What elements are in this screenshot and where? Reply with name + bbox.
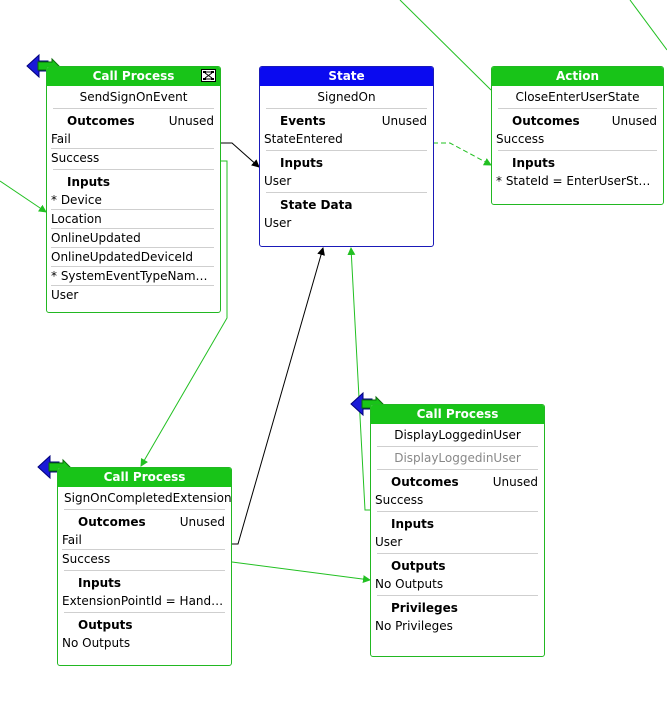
section-title: Privileges — [391, 601, 458, 615]
outcomes-section: Outcomes Unused Success — [375, 470, 538, 512]
node-action-close-enter-user-state[interactable]: Action CloseEnterUserState Outcomes Unuse… — [491, 66, 664, 205]
outcome-success[interactable]: Success — [62, 549, 225, 568]
outcome-fail[interactable]: Fail — [51, 132, 71, 146]
connector-success-to-signon-completed — [140, 160, 228, 467]
node-signon-completed-extension[interactable]: Call Process SignOnCompletedExtension Ou… — [57, 467, 232, 666]
node-name: SignOnCompletedExtension — [64, 487, 232, 510]
outcome-fail[interactable]: Fail — [62, 533, 82, 547]
input-item[interactable]: OnlineUpdatedDeviceId — [51, 247, 214, 266]
inputs-section: Inputs * StateId = EnterUserState — [496, 151, 657, 192]
node-type-label: Call Process — [92, 69, 175, 83]
section-title: Outcomes — [78, 515, 146, 529]
inputs-section: Inputs ExtensionPointId = Handle... — [62, 571, 225, 613]
input-item[interactable]: ExtensionPointId = Handle... — [62, 594, 225, 608]
input-item[interactable]: User — [375, 535, 403, 549]
connector-fail-to-state — [220, 142, 260, 168]
node-header: Call Process — [47, 67, 220, 86]
node-type-label: Call Process — [103, 470, 186, 484]
unused-label: Unused — [381, 114, 427, 128]
section-title: State Data — [280, 198, 353, 212]
connector-display-success-to-state — [347, 247, 370, 511]
outcome-success[interactable]: Success — [51, 148, 214, 167]
connector-into-send-inputs — [0, 180, 47, 213]
node-header: Call Process — [371, 405, 544, 424]
unused-label: Unused — [611, 114, 657, 128]
section-title: Inputs — [78, 576, 122, 590]
node-name: SendSignOnEvent — [53, 86, 214, 109]
node-name: CloseEnterUserState — [498, 86, 657, 109]
section-title: Outputs — [78, 618, 133, 632]
unused-label: Unused — [179, 515, 225, 529]
privilege-item[interactable]: No Privileges — [375, 619, 453, 633]
inputs-section: Inputs User — [264, 151, 427, 193]
section-title: Inputs — [391, 517, 435, 531]
section-title: Outcomes — [391, 475, 459, 489]
outcomes-section: Outcomes Unused Fail Success — [62, 510, 225, 571]
section-title: Inputs — [512, 156, 556, 170]
section-title: Outputs — [391, 559, 446, 573]
process-map-icon[interactable] — [201, 69, 216, 82]
outputs-section: Outputs No Outputs — [62, 613, 225, 654]
event-item[interactable]: StateEntered — [264, 132, 343, 146]
section-title: Outcomes — [512, 114, 580, 128]
output-item[interactable]: No Outputs — [62, 636, 131, 650]
output-item[interactable]: No Outputs — [375, 577, 444, 591]
outcome-success[interactable]: Success — [496, 132, 545, 146]
input-item[interactable]: * SystemEventTypeName ... — [51, 266, 214, 285]
node-state-signedon[interactable]: State SignedOn Events Unused StateEntered… — [259, 66, 434, 247]
node-type-label: Call Process — [416, 407, 499, 421]
node-header: State — [260, 67, 433, 86]
unused-label: Unused — [492, 475, 538, 489]
section-title: Inputs — [280, 156, 324, 170]
connector-completed-fail-to-state — [232, 247, 325, 545]
privileges-section: Privileges No Privileges — [375, 596, 538, 637]
connector-completed-success-to-display — [231, 561, 371, 584]
node-name: DisplayLoggedinUser — [377, 424, 538, 447]
state-data-item[interactable]: User — [264, 216, 292, 230]
section-title: Outcomes — [67, 114, 135, 128]
node-type-label: State — [328, 69, 365, 83]
input-item[interactable]: OnlineUpdated — [51, 228, 214, 247]
events-section: Events Unused StateEntered — [264, 109, 427, 151]
section-title: Events — [280, 114, 326, 128]
outcomes-section: Outcomes Unused Success — [496, 109, 657, 151]
node-header: Call Process — [58, 468, 231, 487]
input-item[interactable]: * Device — [51, 193, 102, 207]
connector-state-to-action — [433, 142, 492, 166]
node-header: Action — [492, 67, 663, 86]
input-item[interactable]: User — [264, 174, 292, 188]
connector-offscreen-top-1 — [399, 0, 492, 91]
inputs-section: Inputs * Device Location OnlineUpdated O… — [51, 170, 214, 306]
input-item[interactable]: User — [51, 285, 214, 304]
node-send-signon-event[interactable]: Call Process SendSignOnEvent Outcomes Unu… — [46, 66, 221, 313]
section-title: Inputs — [67, 175, 111, 189]
input-item[interactable]: Location — [51, 209, 214, 228]
inputs-section: Inputs User — [375, 512, 538, 554]
node-sub-name: DisplayLoggedinUser — [377, 447, 538, 470]
unused-label: Unused — [168, 114, 214, 128]
connector-offscreen-top-2 — [629, 0, 667, 51]
outcomes-section: Outcomes Unused Fail Success — [51, 109, 214, 170]
outcome-success[interactable]: Success — [375, 493, 424, 507]
node-name: SignedOn — [266, 86, 427, 109]
input-item[interactable]: * StateId = EnterUserState — [496, 174, 657, 188]
node-display-loggedin-user[interactable]: Call Process DisplayLoggedinUser Display… — [370, 404, 545, 657]
node-type-label: Action — [555, 69, 600, 83]
outputs-section: Outputs No Outputs — [375, 554, 538, 596]
state-data-section: State Data User — [264, 193, 427, 234]
